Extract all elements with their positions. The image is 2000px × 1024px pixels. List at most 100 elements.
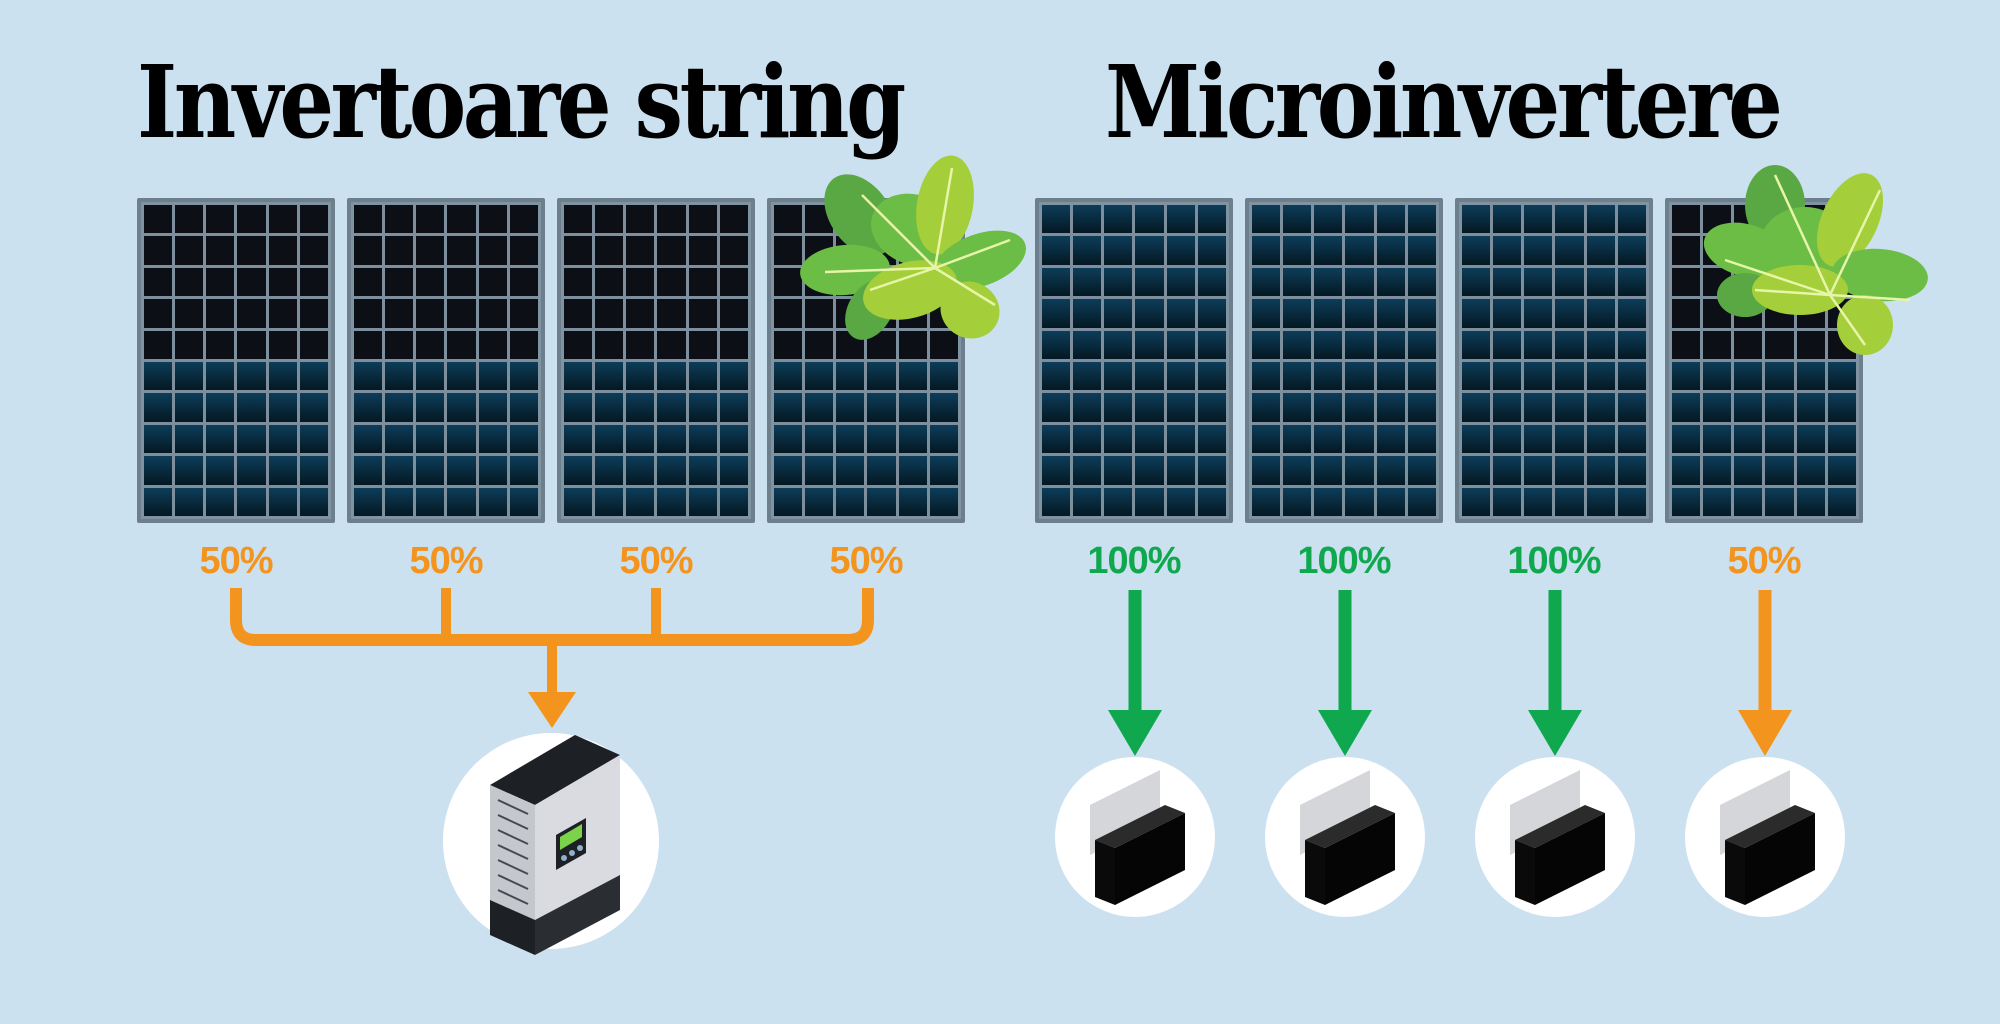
solar-cell xyxy=(1104,361,1133,391)
solar-cell xyxy=(1462,299,1491,328)
solar-cell xyxy=(268,330,297,359)
solar-cell xyxy=(354,299,383,328)
solar-cell xyxy=(268,361,297,391)
solar-cell xyxy=(1042,487,1071,516)
solar-cell xyxy=(1493,205,1522,234)
solar-cell xyxy=(1345,205,1374,234)
solar-cell xyxy=(1376,267,1405,297)
solar-cell xyxy=(206,267,235,297)
solar-cell xyxy=(1166,330,1195,359)
solar-cell xyxy=(1042,236,1071,265)
solar-cell xyxy=(1135,205,1164,234)
solar-cell xyxy=(774,424,803,454)
solar-cell xyxy=(595,424,624,454)
solar-cell xyxy=(299,205,328,234)
solar-cell xyxy=(836,393,865,422)
solar-cell xyxy=(805,330,834,359)
solar-cell xyxy=(447,236,476,265)
solar-cell xyxy=(657,205,686,234)
solar-cell xyxy=(1073,267,1102,297)
solar-cell xyxy=(1197,299,1226,328)
solar-cell xyxy=(1104,456,1133,485)
solar-cell xyxy=(1555,299,1584,328)
solar-cell xyxy=(299,393,328,422)
solar-cell xyxy=(1765,487,1794,516)
solar-cell xyxy=(1042,361,1071,391)
solar-cell xyxy=(1166,393,1195,422)
solar-cell xyxy=(805,361,834,391)
solar-cell xyxy=(1827,456,1856,485)
solar-cell xyxy=(354,330,383,359)
output-label: 50% xyxy=(619,540,693,582)
output-label: 100% xyxy=(1297,540,1391,582)
solar-cell xyxy=(509,456,538,485)
solar-cell xyxy=(564,456,593,485)
solar-cell xyxy=(144,361,173,391)
solar-cell xyxy=(657,361,686,391)
solar-cell xyxy=(144,456,173,485)
solar-cell xyxy=(1765,361,1794,391)
solar-cell xyxy=(929,330,958,359)
solar-cell xyxy=(1703,361,1732,391)
solar-cell xyxy=(509,361,538,391)
micro-panel-3 xyxy=(1455,198,1653,523)
solar-cell xyxy=(657,456,686,485)
solar-cell xyxy=(1252,361,1281,391)
solar-cell xyxy=(1734,424,1763,454)
solar-cell xyxy=(1524,205,1553,234)
solar-cell xyxy=(1104,330,1133,359)
solar-cell xyxy=(1734,487,1763,516)
solar-cell xyxy=(564,424,593,454)
solar-cell xyxy=(774,236,803,265)
solar-cell xyxy=(1042,205,1071,234)
solar-cell xyxy=(385,330,414,359)
solar-cell xyxy=(206,205,235,234)
solar-cell xyxy=(774,487,803,516)
solar-cell xyxy=(385,456,414,485)
solar-cell xyxy=(509,330,538,359)
solar-cell xyxy=(1073,330,1102,359)
solar-cell xyxy=(688,361,717,391)
solar-cell xyxy=(1524,456,1553,485)
solar-cell xyxy=(206,393,235,422)
solar-cell xyxy=(447,361,476,391)
solar-cell xyxy=(478,487,507,516)
solar-cell xyxy=(1734,393,1763,422)
solar-cell xyxy=(144,205,173,234)
leaf-shade-icon xyxy=(1703,165,1928,355)
solar-cell xyxy=(719,205,748,234)
solar-cell xyxy=(1672,236,1701,265)
solar-cell xyxy=(1796,393,1825,422)
solar-cell xyxy=(1283,393,1312,422)
solar-cell xyxy=(1135,487,1164,516)
solar-cell xyxy=(1345,487,1374,516)
solar-cell xyxy=(1462,361,1491,391)
solar-cell xyxy=(719,330,748,359)
solar-cell xyxy=(416,424,445,454)
solar-cell xyxy=(416,236,445,265)
solar-cell xyxy=(1283,267,1312,297)
solar-cell xyxy=(1407,393,1436,422)
solar-cell xyxy=(268,424,297,454)
solar-cell xyxy=(237,456,266,485)
solar-cell xyxy=(719,236,748,265)
solar-cell xyxy=(805,299,834,328)
solar-cell xyxy=(268,236,297,265)
solar-cell xyxy=(144,330,173,359)
solar-cell xyxy=(354,205,383,234)
solar-cell xyxy=(268,456,297,485)
solar-cell xyxy=(144,393,173,422)
solar-cell xyxy=(1283,361,1312,391)
solar-cell xyxy=(1042,267,1071,297)
solar-cell xyxy=(478,393,507,422)
solar-cell xyxy=(1376,236,1405,265)
solar-cell xyxy=(385,393,414,422)
solar-cell xyxy=(1252,487,1281,516)
solar-cell xyxy=(1493,299,1522,328)
solar-cell xyxy=(836,487,865,516)
solar-cell xyxy=(1345,299,1374,328)
solar-cell xyxy=(1672,330,1701,359)
solar-cell xyxy=(1135,267,1164,297)
solar-cell xyxy=(1135,393,1164,422)
solar-cell xyxy=(268,487,297,516)
